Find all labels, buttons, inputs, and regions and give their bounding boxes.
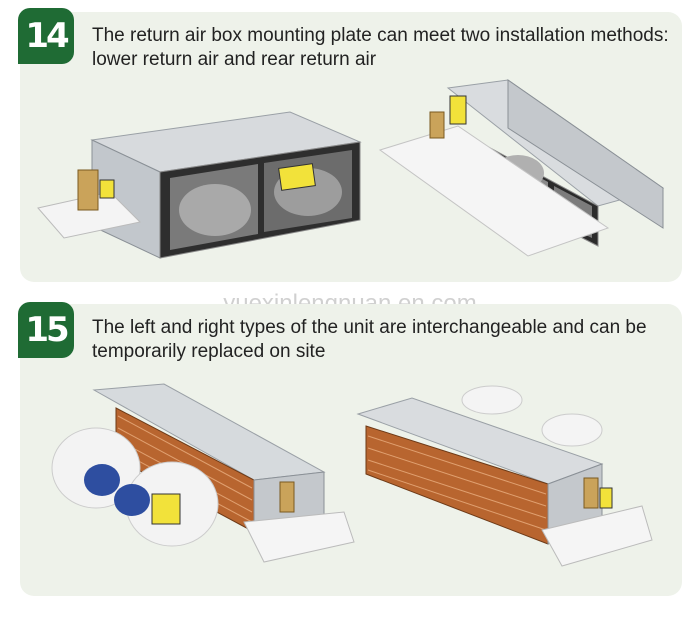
section-caption: The return air box mounting plate can me… (92, 25, 669, 70)
fan-coil-unit-lower-return-image (37, 111, 362, 259)
step-number-badge: 15 (18, 302, 74, 358)
step-number-badge: 14 (18, 8, 74, 64)
fan-coil-unit-left-type-image (51, 383, 355, 563)
fan-coil-unit-rear-return-image (378, 79, 665, 257)
section-caption: The left and right types of the unit are… (92, 317, 647, 362)
fan-coil-unit-right-type-image (356, 385, 653, 567)
